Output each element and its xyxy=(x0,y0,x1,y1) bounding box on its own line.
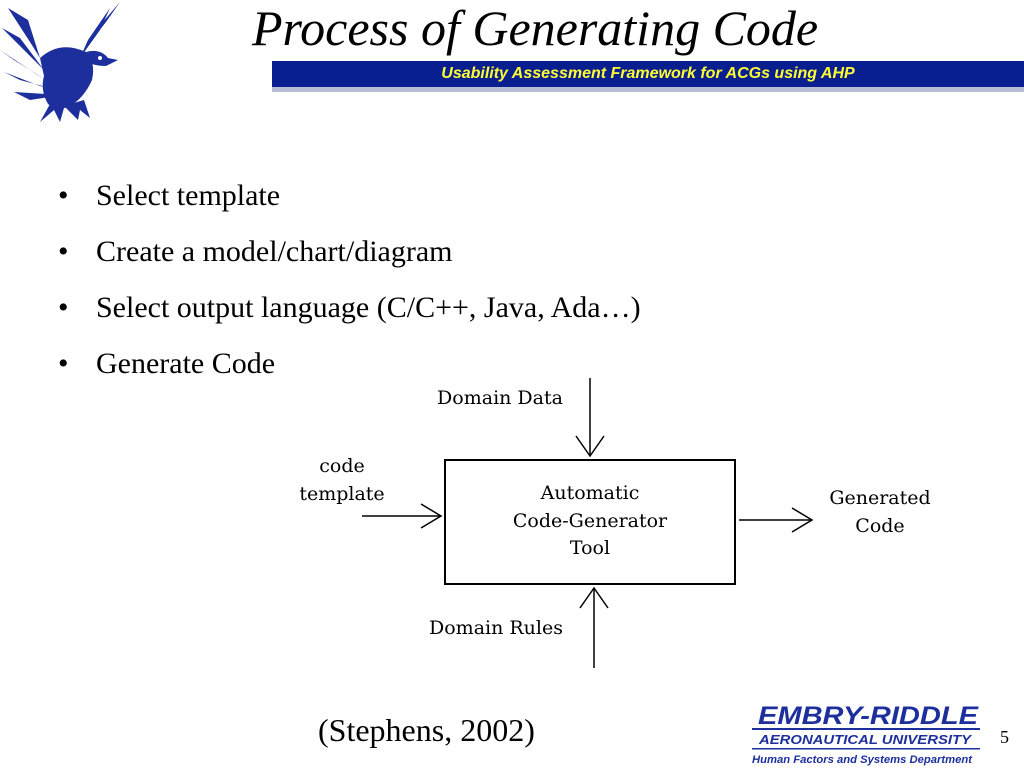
slide-number: 5 xyxy=(1000,727,1009,747)
domain-data-label: Domain Data xyxy=(437,387,563,409)
bottom-input-arrow xyxy=(579,586,609,668)
left-input-arrow xyxy=(362,503,443,529)
generated-code-label-line: Generated xyxy=(829,487,930,509)
bullet-dot-icon: • xyxy=(58,179,69,212)
slide-title: Process of Generating Code xyxy=(252,0,819,56)
bullet-text: Select output language (C/C++, Java, Ada… xyxy=(96,291,641,324)
bullet-dot-icon: • xyxy=(58,347,69,380)
bullet-text: Create a model/chart/diagram xyxy=(96,235,453,268)
code-template-label-line: code xyxy=(319,455,365,477)
bullet-dot-icon: • xyxy=(58,235,69,268)
logo-rule xyxy=(752,728,980,730)
citation: (Stephens, 2002) xyxy=(318,712,535,748)
logo-department: Human Factors and Systems Department xyxy=(752,754,973,766)
subtitle-banner: Usability Assessment Framework for ACGs … xyxy=(272,61,1024,87)
top-input-arrow xyxy=(575,378,605,458)
generated-code-label-line: Code xyxy=(855,515,904,537)
bullet-item: • Select template xyxy=(58,168,641,224)
banner-shadow-rule xyxy=(272,87,1024,92)
logo-name: EMBRY-RIDDLE xyxy=(758,702,980,730)
bullet-item: • Create a model/chart/diagram xyxy=(58,224,641,280)
bullet-text: Select template xyxy=(96,179,281,212)
logo-rule xyxy=(752,748,980,750)
bullet-dot-icon: • xyxy=(58,291,69,324)
generator-box xyxy=(444,459,736,585)
bullet-list: • Select template • Create a model/chart/d… xyxy=(58,168,641,392)
embry-riddle-logo: EMBRY-RIDDLE AERONAUTICAL UNIVERSITY Hum… xyxy=(752,702,980,766)
box-label-line: Code-Generator xyxy=(513,510,668,532)
domain-rules-label: Domain Rules xyxy=(429,617,563,639)
bullet-item: • Generate Code xyxy=(58,336,641,392)
bullet-item: • Select output language (C/C++, Java, Ad… xyxy=(58,280,641,336)
eagle-logo-icon xyxy=(0,2,120,122)
code-generator-diagram: Automatic Code-Generator Tool Domain Dat… xyxy=(299,378,931,668)
subtitle-text: Usability Assessment Framework for ACGs … xyxy=(441,65,855,82)
box-label-line: Automatic xyxy=(540,482,640,504)
code-template-label-line: template xyxy=(299,483,384,505)
box-label-line: Tool xyxy=(570,537,610,559)
bullet-text: Generate Code xyxy=(96,347,276,380)
output-arrow xyxy=(739,507,814,533)
logo-subname: AERONAUTICAL UNIVERSITY xyxy=(758,732,973,747)
